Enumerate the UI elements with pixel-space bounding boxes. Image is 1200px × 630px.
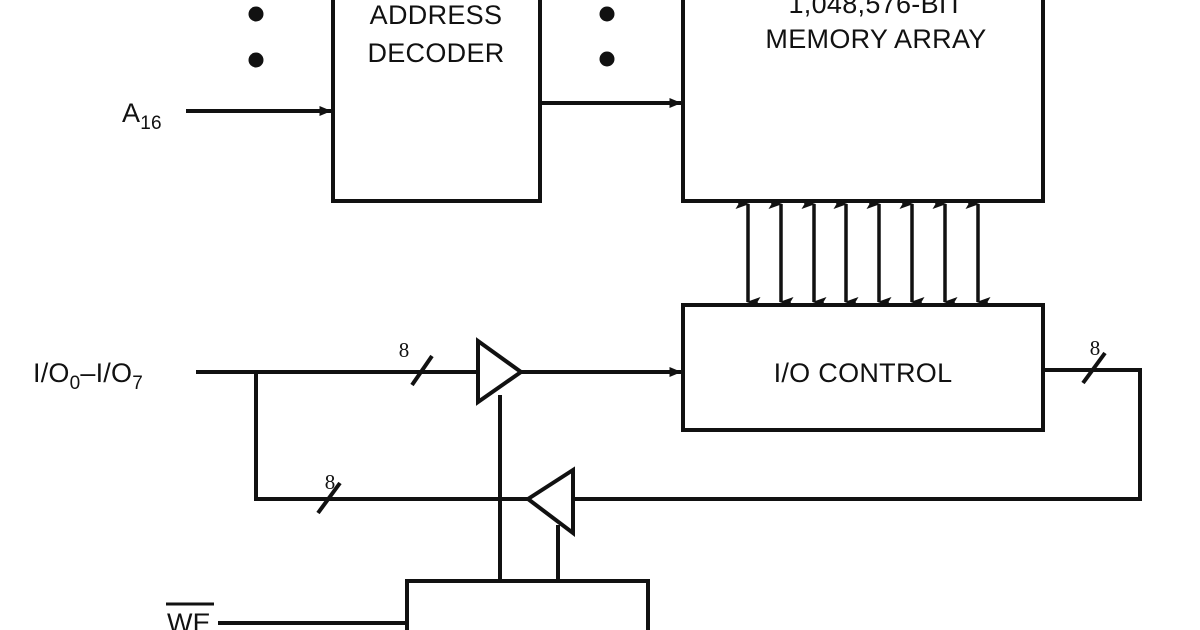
address-signal-subscript: 16 xyxy=(140,113,162,134)
write-enable-control-block xyxy=(405,579,650,630)
io-bus-prefix-a: I/O xyxy=(33,358,70,388)
output-bus-slash xyxy=(316,481,342,515)
io-control-out-bus-width-label: 8 xyxy=(1090,336,1101,360)
address-ellipsis-dot-1 xyxy=(248,6,264,22)
decoder-ellipsis-dot-1 xyxy=(599,6,615,22)
memory-array-block xyxy=(681,0,1045,203)
io-bus-dash: – xyxy=(80,358,95,388)
address-decoder-label-line1: ADDRESS xyxy=(370,0,503,30)
io-bus-sub-a: 0 xyxy=(70,373,81,394)
input-bus-width-label: 8 xyxy=(399,338,410,362)
output-buffer-triangle xyxy=(524,466,575,538)
address-input-group xyxy=(186,6,332,116)
write-enable-label-group: WE xyxy=(166,602,214,630)
io-bus-prefix-b: I/O xyxy=(96,358,133,388)
address-decoder-block xyxy=(331,0,542,203)
address-signal-label: A16 xyxy=(122,98,162,134)
input-bus-slash xyxy=(410,354,434,387)
address-signal-name: A xyxy=(122,98,140,128)
io-control-out-bus-slash xyxy=(1081,351,1107,385)
write-enable-label: WE xyxy=(167,608,211,630)
output-bus-width-label: 8 xyxy=(325,470,336,494)
memory-array-label-line1: 1,048,576-BIT xyxy=(788,0,963,19)
io-control-block xyxy=(681,303,1045,432)
io-bus-sub-b: 7 xyxy=(132,373,143,394)
input-buffer-triangle xyxy=(476,337,525,406)
address-decoder-label-line2: DECODER xyxy=(367,38,504,68)
io-bus-label: I/O0–I/O7 xyxy=(33,358,143,394)
address-ellipsis-dot-2 xyxy=(248,52,264,68)
memory-array-label-line2: MEMORY ARRAY xyxy=(765,24,986,54)
decoder-to-array-group xyxy=(540,6,682,108)
decoder-ellipsis-dot-2 xyxy=(599,51,615,67)
io-control-label: I/O CONTROL xyxy=(774,358,953,388)
array-io-bidirectional-bus xyxy=(735,199,991,307)
